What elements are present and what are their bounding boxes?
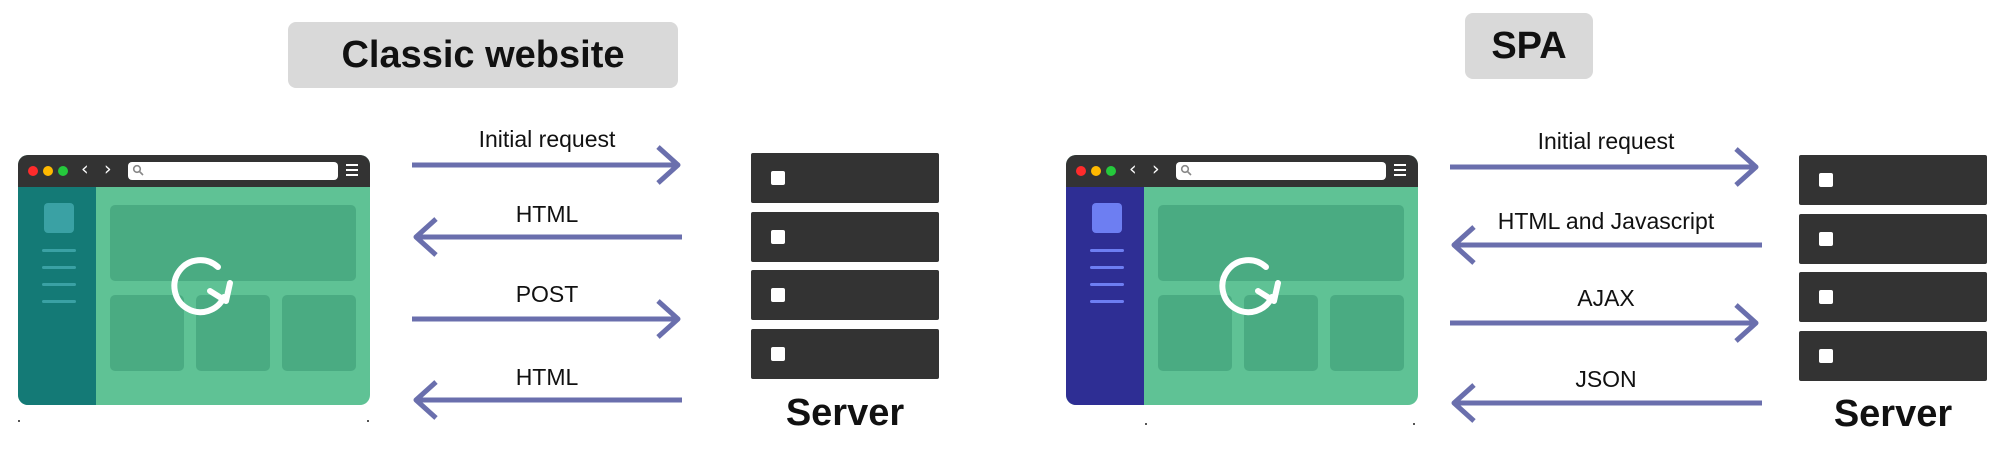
content-panel-small <box>282 295 356 371</box>
server-rack <box>1799 272 1987 322</box>
arrow-label-html-and-javascript: HTML and Javascript <box>1497 208 1715 234</box>
menu-icon <box>346 164 358 179</box>
content-panel-small <box>1330 295 1404 371</box>
close-dot-icon <box>1076 166 1086 176</box>
back-arrow-icon: ‹ <box>1129 158 1137 180</box>
minimize-dot-icon <box>1091 166 1101 176</box>
sidebar-line <box>1090 266 1124 269</box>
response-arrow-left <box>410 380 682 420</box>
arrow-label-initial-request: Initial request <box>1537 128 1675 154</box>
server-label: Server <box>1833 393 1953 435</box>
sidebar <box>18 187 96 405</box>
content-panel-large <box>1158 205 1404 281</box>
arrow-label-json: JSON <box>1575 366 1637 392</box>
classic-server <box>751 153 939 379</box>
request-arrow-right <box>412 145 684 185</box>
address-bar <box>128 162 338 180</box>
reload-icon <box>171 257 233 316</box>
arrow-label-html: HTML <box>515 364 579 390</box>
response-arrow-left <box>1448 225 1762 265</box>
spa-browser-window: ‹ › <box>1066 155 1418 405</box>
content-panel-small <box>196 295 270 371</box>
corner-mark <box>1145 423 1147 425</box>
forward-arrow-icon: › <box>104 158 112 180</box>
content-panel-small <box>1244 295 1318 371</box>
content-panel-small <box>1158 295 1232 371</box>
server-led-icon <box>771 230 785 244</box>
menu-icon <box>1394 164 1406 179</box>
server-rack <box>751 153 939 203</box>
server-led-icon <box>771 288 785 302</box>
sidebar-line <box>42 300 76 303</box>
search-icon <box>1180 164 1192 176</box>
server-label: Server <box>785 392 905 434</box>
server-led-icon <box>1819 232 1833 246</box>
content-panel-small <box>110 295 184 371</box>
arrow-label-html: HTML <box>515 201 579 227</box>
server-rack <box>1799 155 1987 205</box>
response-arrow-left <box>410 217 682 257</box>
minimize-dot-icon <box>43 166 53 176</box>
corner-mark <box>18 420 20 422</box>
content-panel-large <box>110 205 356 281</box>
sidebar-line <box>42 266 76 269</box>
corner-mark <box>367 420 369 422</box>
arrow-label-post: POST <box>515 281 579 307</box>
sidebar <box>1066 187 1144 405</box>
classic-website-title: Classic website <box>288 22 678 88</box>
classic-browser-window: ‹ › <box>18 155 370 405</box>
server-rack <box>751 329 939 379</box>
server-rack <box>1799 331 1987 381</box>
server-led-icon <box>771 171 785 185</box>
server-led-icon <box>1819 349 1833 363</box>
spa-title: SPA <box>1465 13 1593 79</box>
corner-mark <box>1413 423 1415 425</box>
request-arrow-right <box>1450 303 1762 343</box>
server-led-icon <box>1819 290 1833 304</box>
back-arrow-icon: ‹ <box>81 158 89 180</box>
spa-server <box>1799 155 1987 381</box>
response-arrow-left <box>1448 383 1762 423</box>
address-bar <box>1176 162 1386 180</box>
browser-toolbar: ‹ › <box>1066 155 1418 187</box>
sidebar-line <box>42 249 76 252</box>
sidebar-line <box>42 283 76 286</box>
close-dot-icon <box>28 166 38 176</box>
browser-toolbar: ‹ › <box>18 155 370 187</box>
sidebar-line <box>1090 300 1124 303</box>
reload-icon <box>1219 257 1281 316</box>
server-rack <box>751 212 939 262</box>
maximize-dot-icon <box>58 166 68 176</box>
arrow-label-initial-request: Initial request <box>478 126 616 152</box>
arrow-label-ajax: AJAX <box>1577 285 1635 311</box>
search-icon <box>132 164 144 176</box>
server-rack <box>1799 214 1987 264</box>
sidebar-line <box>1090 283 1124 286</box>
server-led-icon <box>1819 173 1833 187</box>
sidebar-logo <box>44 203 74 233</box>
sidebar-logo <box>1092 203 1122 233</box>
forward-arrow-icon: › <box>1152 158 1160 180</box>
sidebar-line <box>1090 249 1124 252</box>
maximize-dot-icon <box>1106 166 1116 176</box>
request-arrow-right <box>412 299 684 339</box>
request-arrow-right <box>1450 147 1762 187</box>
server-led-icon <box>771 347 785 361</box>
server-rack <box>751 270 939 320</box>
